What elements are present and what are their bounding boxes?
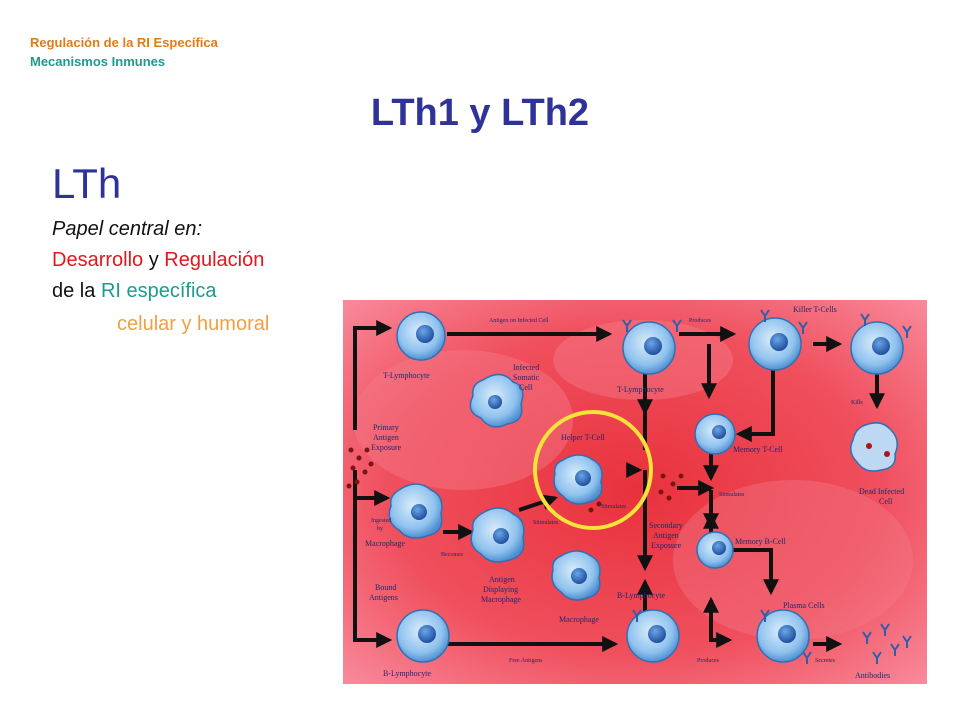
receptor-marks xyxy=(622,309,912,664)
label-antigen-infected: Antigen on Infected Cell xyxy=(489,317,549,324)
specific-ri-line: de la RI específica xyxy=(52,280,217,303)
specific-ri-word: RI específica xyxy=(100,280,217,302)
label-b-lymphocyte-left: B-Lymphocyte xyxy=(383,669,431,678)
label-antigen-disp-1: Antigen xyxy=(489,575,515,584)
label-secondary-2: Antigen xyxy=(653,531,679,540)
label-produces-top: Produces xyxy=(689,318,712,324)
label-secondary-3: Exposure xyxy=(651,541,682,550)
regulation-word: Regulación xyxy=(164,249,265,271)
label-bound-2: Antigens xyxy=(369,593,398,602)
development-word: Desarrollo xyxy=(52,249,144,271)
label-stimulates-3: Stimulates xyxy=(601,504,627,510)
label-becomes: Becomes xyxy=(441,552,464,558)
antigen-dots xyxy=(346,447,684,513)
label-infected-1: Infected xyxy=(513,363,539,372)
slide-title: LTh1 y LTh2 xyxy=(370,92,590,134)
label-primary-1: Primary xyxy=(373,423,399,432)
label-memory-b: Memory B-Cell xyxy=(735,537,787,546)
label-stimulates-2: Stimulates xyxy=(533,520,559,526)
label-ingested-1: Ingested xyxy=(371,518,391,524)
label-t-lymphocyte-right: T-Lymphocyte xyxy=(617,385,664,394)
slide-subtitle: LTh xyxy=(52,160,122,207)
label-kills: Kills xyxy=(851,400,863,406)
role-line: Papel central en: xyxy=(52,218,203,240)
flow-arrows xyxy=(353,320,885,652)
label-secondary-1: Secondary xyxy=(649,521,683,530)
humoral-word: humoral xyxy=(197,313,270,335)
immune-response-diagram: T-Lymphocyte Antigen on Infected Cell Pr… xyxy=(343,300,927,684)
header-subject: Regulación de la RI Específica xyxy=(30,35,218,50)
and-word: y xyxy=(148,249,159,271)
label-b-lymphocyte-mid: B-Lymphocyte xyxy=(617,591,665,600)
label-produces-bottom: Produces xyxy=(697,658,720,664)
label-killer-t: Killer T-Cells xyxy=(793,305,837,314)
development-line: Desarrollo y Regulación xyxy=(52,249,264,272)
header-topic: Mecanismos Inmunes xyxy=(30,54,166,69)
label-infected-3: Cell xyxy=(519,383,533,392)
and-word-2: y xyxy=(181,313,192,335)
label-t-lymphocyte-left: T-Lymphocyte xyxy=(383,371,430,380)
label-bound-1: Bound xyxy=(375,583,396,592)
lymphocyte-cells xyxy=(396,311,904,663)
macrophage-cells xyxy=(388,373,898,601)
label-infected-2: Somatic xyxy=(513,373,540,382)
label-plasma: Plasma Cells xyxy=(783,601,825,610)
helper-t-cell-highlight xyxy=(533,410,653,530)
of-the-word: de la xyxy=(52,280,96,302)
label-stimulates-1: Stimulates xyxy=(719,492,745,498)
role-label: Papel central en xyxy=(52,218,197,240)
label-macrophage-mid: Macrophage xyxy=(559,615,599,624)
cellular-humoral-line: celular y humoral xyxy=(117,313,269,336)
label-antibodies: Antibodies xyxy=(855,671,890,680)
label-antigen-disp-3: Macrophage xyxy=(481,595,521,604)
label-helper-t: Helper T-Cell xyxy=(561,433,606,442)
diagram-labels: T-Lymphocyte Antigen on Infected Cell Pr… xyxy=(365,305,904,680)
label-primary-3: Exposure xyxy=(371,443,402,452)
label-primary-2: Antigen xyxy=(373,433,399,442)
label-free-antigens: Free Antigens xyxy=(509,658,543,664)
label-dead-1: Dead Infected xyxy=(859,487,904,496)
label-antigen-disp-2: Displaying xyxy=(483,585,518,594)
label-dead-2: Cell xyxy=(879,497,893,506)
label-memory-t: Memory T-Cell xyxy=(733,445,783,454)
label-macrophage-left: Macrophage xyxy=(365,539,405,548)
label-ingested-2: by xyxy=(377,526,383,532)
label-secretes: Secretes xyxy=(815,658,836,664)
cellular-word: celular xyxy=(117,313,176,335)
